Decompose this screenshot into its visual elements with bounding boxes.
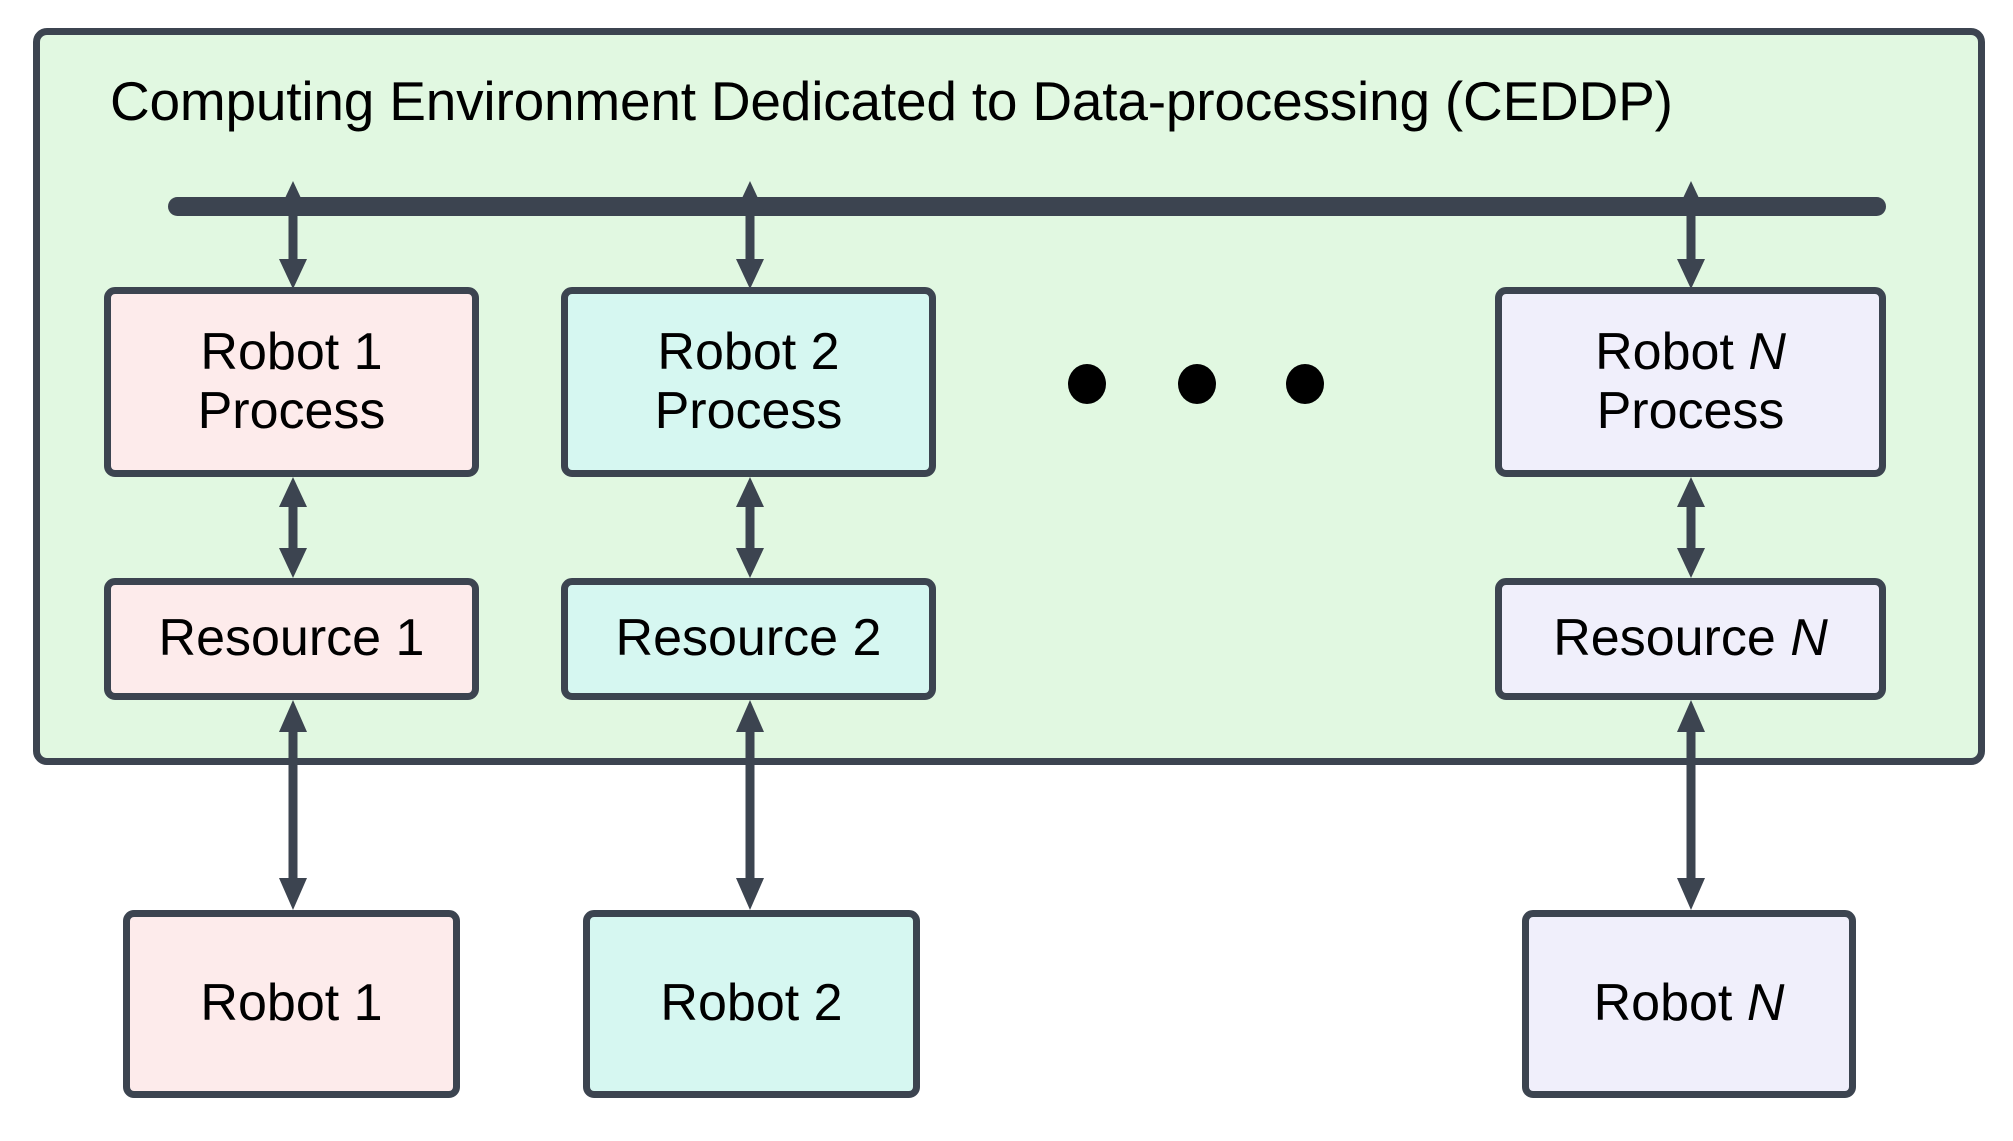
- robot-n-node[interactable]: Robot N: [1522, 910, 1856, 1098]
- robot-2-node[interactable]: Robot 2: [583, 910, 920, 1098]
- robot-2-label: Robot 2: [660, 974, 843, 1033]
- communication-bus: [168, 197, 1886, 216]
- arrow-resource-2-to-robot-2: [736, 700, 764, 910]
- ellipsis-dot-2: [1178, 364, 1216, 404]
- arrow-bus-to-robot-n-process: [1677, 181, 1705, 289]
- robot-n-prefix: Robot: [1593, 974, 1747, 1033]
- ceddp-title: Computing Environment Dedicated to Data-…: [110, 70, 1673, 132]
- arrow-bus-to-robot-1-process: [279, 181, 307, 289]
- robot-1-node[interactable]: Robot 1: [123, 910, 460, 1098]
- resource-2-label: Resource 2: [615, 609, 882, 668]
- robot-n-process-line2: Process: [1596, 382, 1785, 440]
- resource-n-label: Resource N: [1553, 609, 1828, 668]
- robot-2-process-node[interactable]: Robot 2 Process: [561, 287, 936, 477]
- resource-1-label: Resource 1: [158, 609, 425, 668]
- robot-n-label: Robot N: [1594, 974, 1785, 1033]
- arrow-robot-n-process-to-resource-n: [1677, 477, 1705, 578]
- robot-1-label: Robot 1: [200, 974, 383, 1033]
- resource-n-node[interactable]: Resource N: [1495, 578, 1886, 700]
- arrow-robot-1-process-to-resource-1: [279, 477, 307, 578]
- robot-1-process-node[interactable]: Robot 1 Process: [104, 287, 479, 477]
- resource-n-index: N: [1790, 609, 1828, 668]
- robot-2-process-label: Robot 2 Process: [654, 322, 843, 440]
- resource-2-node[interactable]: Resource 2: [561, 578, 936, 700]
- arrow-resource-n-to-robot-n: [1677, 700, 1705, 910]
- robot-n-index: N: [1746, 974, 1785, 1033]
- robot-1-process-label: Robot 1 Process: [197, 322, 386, 440]
- arrow-resource-1-to-robot-1: [279, 700, 307, 910]
- resource-1-node[interactable]: Resource 1: [104, 578, 479, 700]
- robot-n-process-prefix: Robot: [1595, 322, 1749, 381]
- ellipsis-dot-1: [1068, 364, 1106, 404]
- robot-n-process-index: N: [1748, 322, 1786, 381]
- arrow-robot-2-process-to-resource-2: [736, 477, 764, 578]
- ellipsis-dot-3: [1286, 364, 1324, 404]
- arrow-bus-to-robot-2-process: [736, 181, 764, 289]
- resource-n-prefix: Resource: [1553, 609, 1791, 668]
